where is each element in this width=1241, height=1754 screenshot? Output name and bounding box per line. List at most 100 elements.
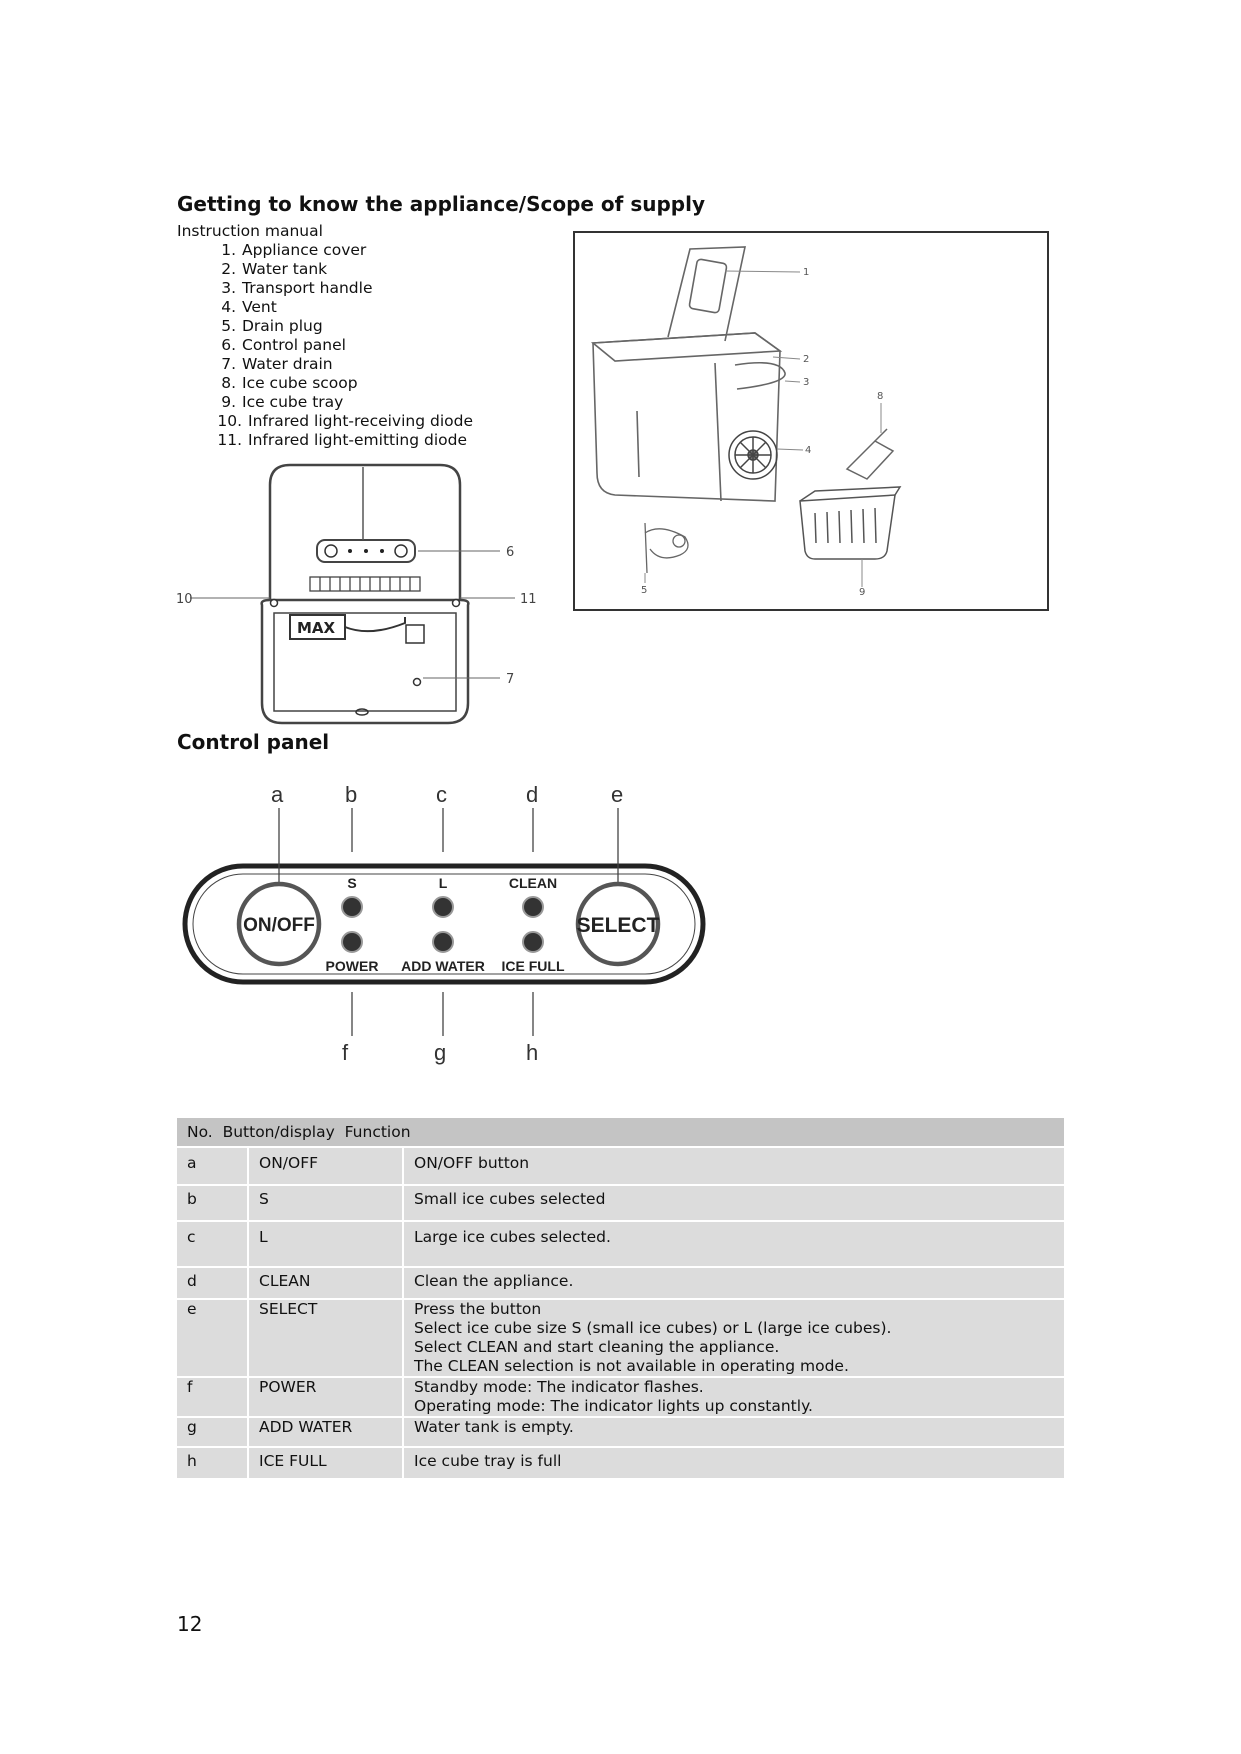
table-row: h ICE FULL Ice cube tray is full	[177, 1447, 1064, 1480]
cell-function: Small ice cubes selected	[414, 1190, 606, 1208]
cell-no: d	[177, 1267, 248, 1300]
item-label: Ice cube scoop	[242, 374, 358, 392]
drain-icon	[412, 677, 422, 687]
item-number: 8.	[221, 374, 236, 392]
item-number: 2.	[221, 260, 236, 278]
item-number: 10.	[217, 412, 242, 430]
letter-g: g	[434, 1040, 446, 1065]
water-tank-outline	[273, 612, 457, 712]
vent-fan-icon	[728, 430, 778, 480]
cell-button: CLEAN	[247, 1267, 403, 1300]
cell-button: L	[247, 1221, 403, 1268]
item-number: 11.	[217, 431, 242, 449]
control-panel-diagram: a b c d e f g h ON/OFF SELECT S L CLEAN …	[182, 782, 706, 1065]
table-row: c L Large ice cubes selected.	[177, 1221, 1064, 1268]
letter-h: h	[526, 1040, 538, 1065]
table-row: g ADD WATER Water tank is empty.	[177, 1417, 1064, 1448]
cell-button: POWER	[247, 1377, 403, 1418]
item-number: 4.	[221, 298, 236, 316]
item-number: 9.	[221, 393, 236, 411]
item-label: Drain plug	[242, 317, 323, 335]
select-label: SELECT	[577, 914, 660, 937]
letter-a: a	[271, 782, 284, 807]
letter-e: e	[611, 782, 623, 807]
item-number: 7.	[221, 355, 236, 373]
callout-1: 1	[803, 267, 809, 278]
item-label: Water drain	[242, 355, 333, 373]
section-heading: Getting to know the appliance/Scope of s…	[177, 192, 705, 216]
letter-f: f	[342, 1040, 349, 1065]
letter-c: c	[436, 782, 447, 807]
callout-11: 11	[520, 592, 537, 607]
indicator-power	[341, 931, 363, 953]
ice-tray-icon	[799, 486, 902, 560]
list-item: 8. Ice cube scoop	[210, 374, 473, 393]
item-label: Water tank	[242, 260, 328, 278]
intro-text: Instruction manual	[177, 222, 323, 240]
drain-plug-icon	[644, 522, 689, 574]
callout-7: 7	[506, 672, 514, 687]
cell-function: Large ice cubes selected.	[414, 1228, 611, 1246]
list-item: 11.Infrared light-emitting diode	[210, 431, 473, 450]
cell-button: ON/OFF	[247, 1147, 403, 1186]
exploded-view-frame: 1 2 3 4 5 8 9	[573, 231, 1049, 611]
callout-3: 3	[803, 377, 809, 388]
cell-button: SELECT	[247, 1299, 403, 1378]
handle-outline	[734, 362, 786, 390]
table-row: a ON/OFF ON/OFF button	[177, 1147, 1064, 1186]
list-item: 5. Drain plug	[210, 317, 473, 336]
cell-function: Water tank is empty.	[414, 1418, 574, 1436]
callout-8: 8	[877, 391, 883, 402]
label-add-water: ADD WATER	[401, 958, 485, 974]
cell-button: ICE FULL	[247, 1447, 403, 1480]
label-power: POWER	[326, 958, 379, 974]
item-label: Infrared light-receiving diode	[248, 412, 474, 430]
item-number: 5.	[221, 317, 236, 335]
on-off-label: ON/OFF	[243, 915, 315, 936]
select-button[interactable]	[575, 881, 661, 967]
indicator-ice-full	[522, 931, 544, 953]
emitting-diode-icon	[451, 598, 461, 608]
cell-function-line: Operating mode: The indicator lights up …	[414, 1397, 813, 1415]
indicator-clean	[522, 896, 544, 918]
table-row: f POWER Standby mode: The indicator flas…	[177, 1377, 1064, 1418]
list-item: 10. Infrared light-receiving diode	[210, 412, 473, 431]
list-item: 6.Control panel	[210, 336, 473, 355]
tank-body-outline	[592, 332, 781, 502]
list-item: 4. Vent	[210, 298, 473, 317]
ice-scoop-icon	[845, 428, 895, 480]
cell-function: Clean the appliance.	[414, 1272, 574, 1290]
callout-4: 4	[805, 445, 811, 456]
list-item: 7. Water drain	[210, 355, 473, 374]
cell-function-line: The CLEAN selection is not available in …	[414, 1357, 849, 1375]
list-item: 9. Ice cube tray	[210, 393, 473, 412]
label-clean: CLEAN	[509, 875, 557, 891]
callout-5: 5	[641, 585, 647, 596]
callout-10: 10	[176, 592, 193, 607]
cell-function-line: Select ice cube size S (small ice cubes)…	[414, 1319, 892, 1337]
item-label: Appliance cover	[242, 241, 367, 259]
cell-no: e	[177, 1299, 248, 1378]
label-l: L	[439, 875, 448, 891]
control-panel-heading: Control panel	[177, 730, 330, 754]
item-label: Ice cube tray	[242, 393, 344, 411]
cell-no: a	[177, 1147, 248, 1186]
lid-outline	[667, 246, 746, 342]
table-header-row: No. Button/display Function	[177, 1118, 1064, 1148]
max-label: MAX	[297, 619, 336, 637]
table-row: b S Small ice cubes selected	[177, 1185, 1064, 1222]
item-number: 6.	[221, 336, 236, 354]
indicator-s	[341, 896, 363, 918]
table-header: No. Button/display Function	[177, 1118, 1064, 1148]
front-view-diagram: MAX 10 11 6 7	[176, 463, 537, 725]
exploded-view-diagram: 1 2 3 4 5 8 9	[590, 246, 902, 598]
receiving-diode-icon	[269, 598, 279, 608]
appliance-lid-outline	[268, 463, 462, 600]
appliance-body-outline	[260, 598, 470, 725]
indicator-l	[432, 896, 454, 918]
label-ice-full: ICE FULL	[502, 958, 565, 974]
item-label: Vent	[242, 298, 277, 316]
cell-no: b	[177, 1185, 248, 1222]
on-off-button[interactable]	[236, 881, 322, 967]
label-s: S	[347, 875, 356, 891]
